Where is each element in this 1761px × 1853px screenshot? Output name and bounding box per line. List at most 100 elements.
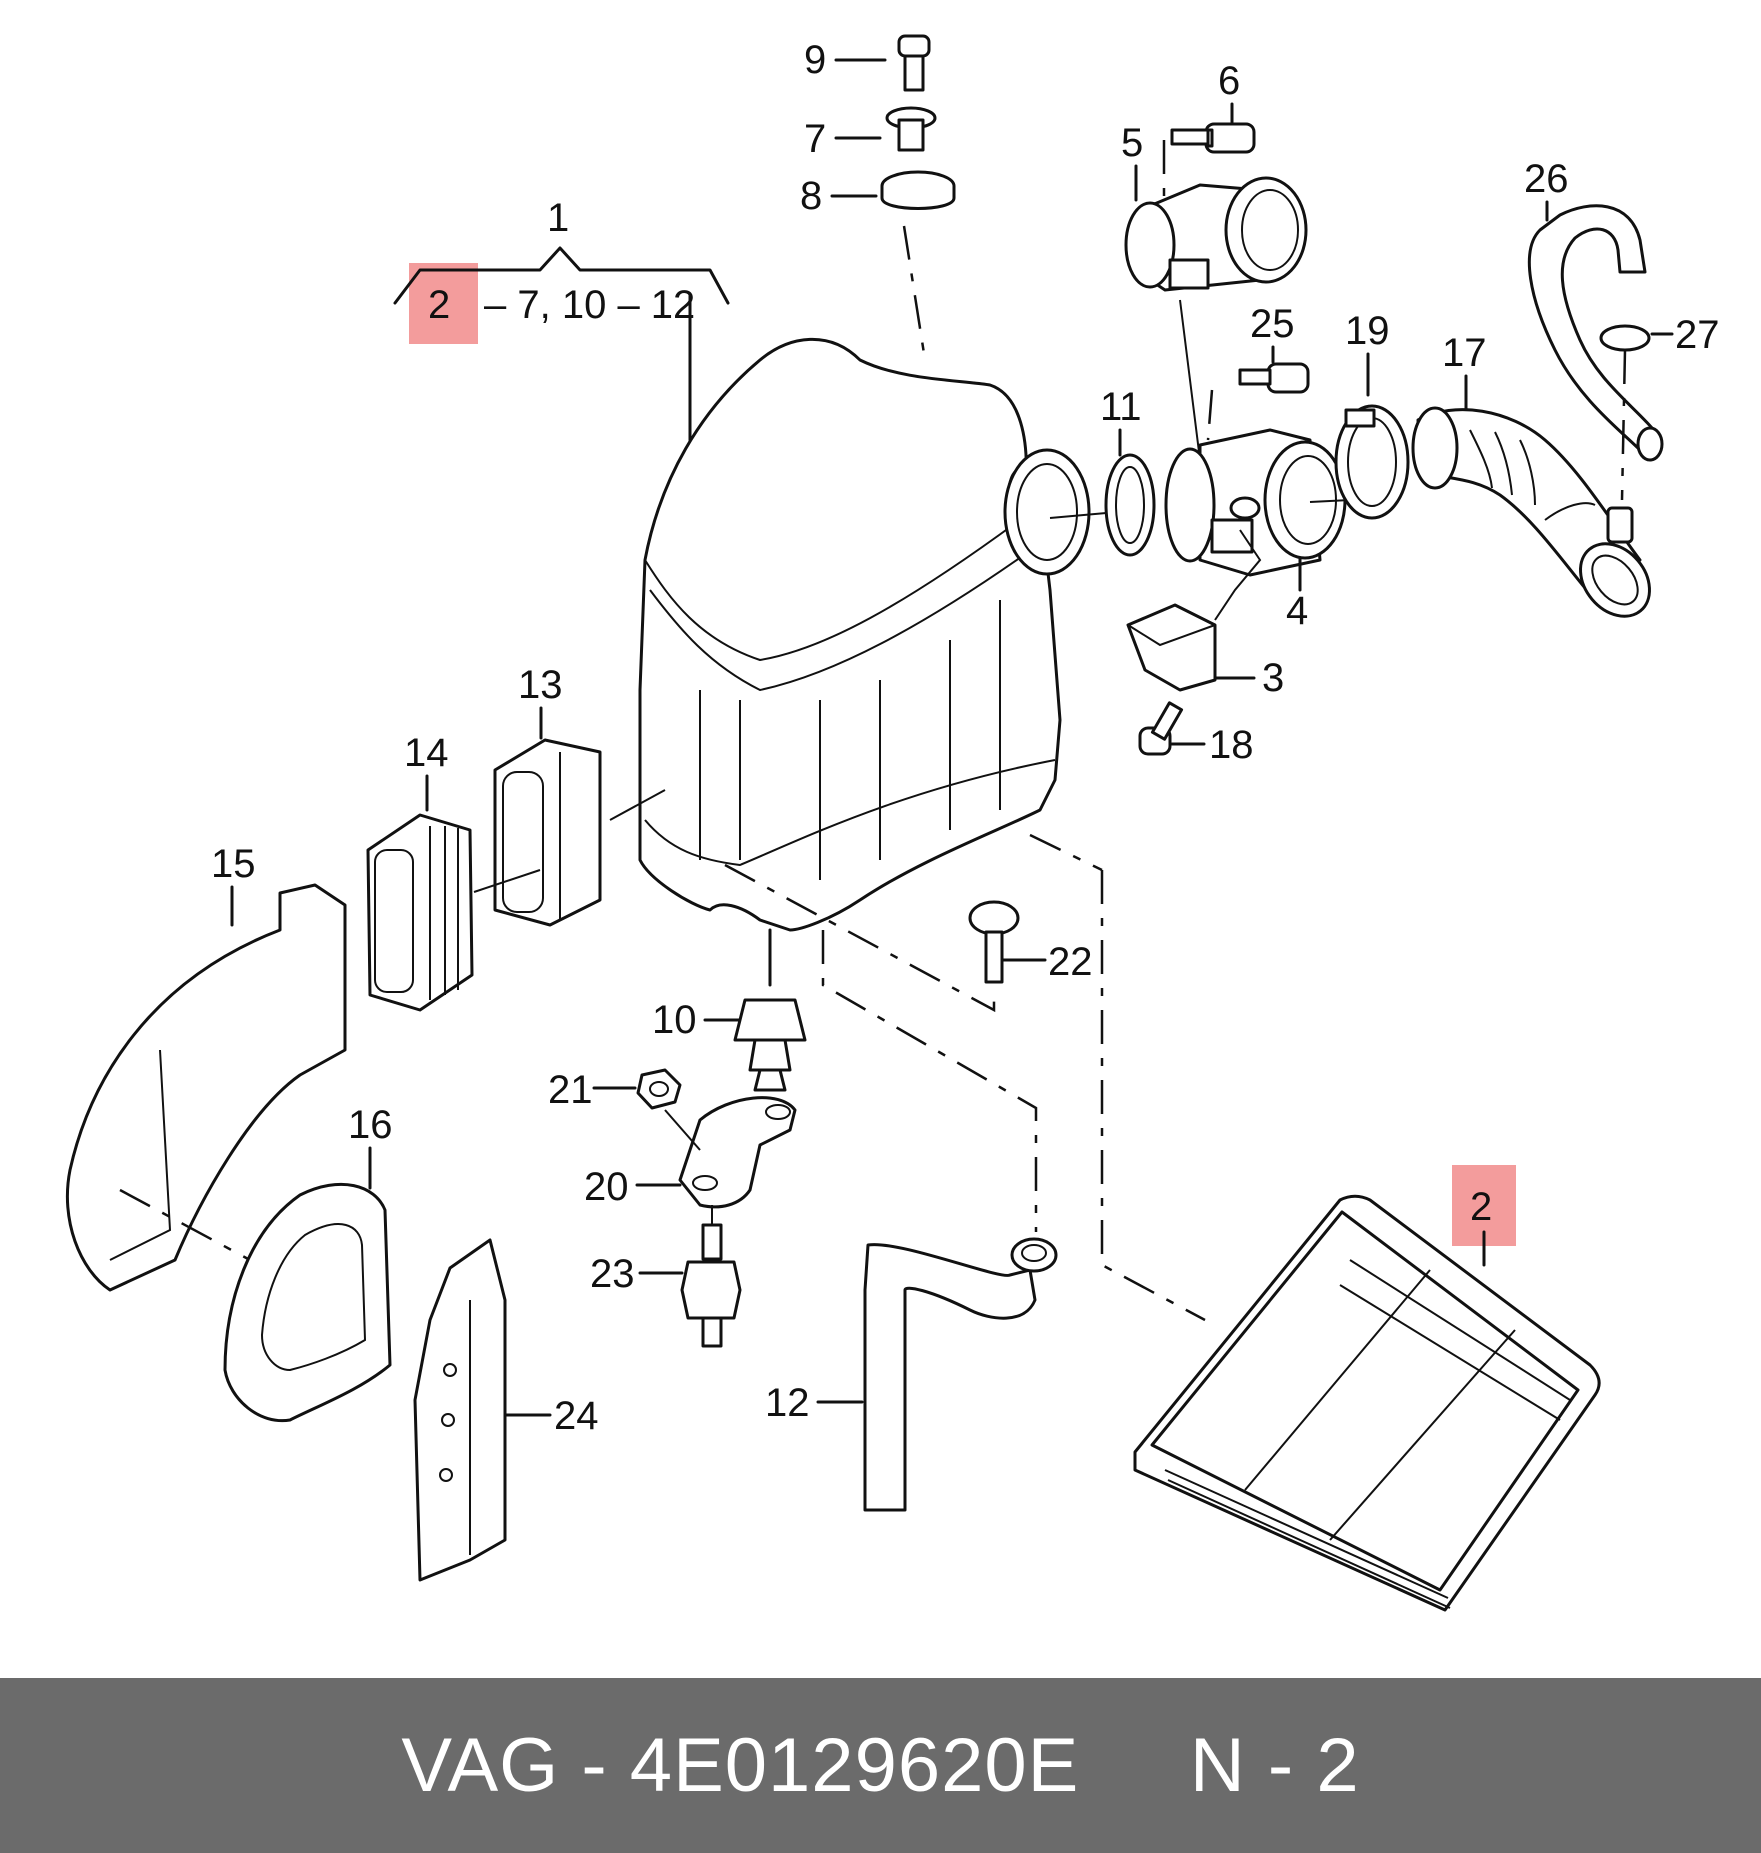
dash-12 xyxy=(821,930,1038,1232)
maf-4-sensor xyxy=(1210,518,1254,554)
clip-3-body xyxy=(1126,603,1217,692)
callout-13: 13 xyxy=(518,663,563,707)
callout-15: 15 xyxy=(211,842,256,886)
seal-13-opening xyxy=(502,771,544,913)
part-23: 23 xyxy=(590,1205,742,1348)
mount-10-top xyxy=(733,998,807,1042)
callout-9: 9 xyxy=(804,38,826,82)
hose-17-end xyxy=(1411,406,1459,490)
part-12: 12 xyxy=(765,930,1058,1512)
part-20: 20 xyxy=(584,1096,797,1209)
clip-27 xyxy=(1599,324,1651,352)
screw-6-shank xyxy=(1170,128,1210,146)
duct-15-body xyxy=(65,883,347,1292)
callout-26: 26 xyxy=(1524,157,1569,201)
part-number-caption: VAG - 4E0129620E N - 2 xyxy=(401,1723,1360,1808)
dash-22 xyxy=(724,863,996,1013)
hose-17-rib-1 xyxy=(1469,429,1493,489)
filter-rib-2 xyxy=(1329,1329,1516,1541)
screw-22-head xyxy=(968,900,1020,936)
callout-6: 6 xyxy=(1218,59,1240,103)
filter-stripe-2 xyxy=(1339,1284,1561,1421)
dash-25 xyxy=(1206,389,1214,441)
housing-outlet-ring xyxy=(1003,448,1091,576)
part-2: 2 xyxy=(1029,833,1601,1612)
axis-14 xyxy=(473,869,541,893)
callout-17: 17 xyxy=(1442,331,1487,375)
stud-23-hex xyxy=(680,1260,742,1320)
clamp-19-screw xyxy=(1344,408,1376,428)
callout-19: 19 xyxy=(1345,309,1390,353)
o-ring-11 xyxy=(1104,453,1156,557)
bracket-20-body xyxy=(678,1096,797,1209)
callout-14: 14 xyxy=(404,731,449,775)
maf-4-flange xyxy=(1164,447,1216,563)
bracket-24-hole-2 xyxy=(441,1413,455,1427)
drain-hose-12-end xyxy=(1010,1237,1058,1273)
part-19: 19 xyxy=(1334,309,1410,520)
o-ring-11-inner xyxy=(1115,466,1145,544)
callout-23: 23 xyxy=(590,1252,635,1296)
bracket-24-body xyxy=(413,1238,507,1582)
hose-17-rib-4 xyxy=(1544,502,1596,521)
bellows-14-opening xyxy=(374,849,414,993)
part-15: 15 xyxy=(65,842,347,1292)
callout-21: 21 xyxy=(548,1068,593,1112)
bellows-14-body xyxy=(366,813,474,1012)
part-26: 26 27 xyxy=(1524,157,1720,544)
label-range-rest: – 7, 10 – 12 xyxy=(484,283,695,327)
hose-17-outlet xyxy=(1579,542,1651,618)
hose-17-rib-2 xyxy=(1494,431,1513,496)
screw-9-shank xyxy=(903,54,925,92)
callout-25: 25 xyxy=(1250,302,1295,346)
axis-5 xyxy=(1179,299,1201,461)
hose-17-rib-3 xyxy=(1519,439,1536,506)
callout-20: 20 xyxy=(584,1165,629,1209)
part-24: 24 xyxy=(413,1238,599,1582)
bracket-20-hole-2 xyxy=(692,1175,718,1191)
filter-rib-1 xyxy=(1244,1269,1431,1491)
callout-3: 3 xyxy=(1262,656,1284,700)
callout-24: 24 xyxy=(554,1394,599,1438)
dash-2b xyxy=(1100,870,1206,1322)
maf-5-ring xyxy=(1224,176,1308,284)
part-21: 21 xyxy=(548,1068,682,1112)
callout-18: 18 xyxy=(1209,723,1254,767)
bush-7-body xyxy=(897,118,925,152)
callout-12: 12 xyxy=(765,1381,810,1425)
assembly-label: 1 2 – 7, 10 – 12 xyxy=(393,196,730,442)
nut-21 xyxy=(636,1068,682,1110)
label-range-start: 2 xyxy=(428,283,450,327)
part-16: 16 xyxy=(223,1103,393,1423)
screw-25-shank xyxy=(1238,368,1272,386)
stud-23-top xyxy=(701,1223,723,1261)
filter-edge-1 xyxy=(1164,1469,1449,1599)
callout-2: 2 xyxy=(1470,1185,1492,1229)
axis-20 xyxy=(664,1109,701,1151)
drain-hose-12 xyxy=(863,1243,1037,1512)
mount-10-mid xyxy=(748,1038,792,1072)
seal-13-body xyxy=(493,738,602,927)
axis-4 xyxy=(1309,499,1351,503)
footer-bar: VAG - 4E0129620E N - 2 xyxy=(0,1678,1761,1853)
mount-10-bottom xyxy=(753,1068,787,1092)
dash-2a xyxy=(1029,833,1103,872)
part-10: 10 xyxy=(652,928,807,1092)
assembly-bracket xyxy=(393,246,730,305)
part-17: 17 xyxy=(1411,331,1651,618)
screw-22-shank xyxy=(984,930,1004,984)
callout-11: 11 xyxy=(1100,385,1142,429)
callout-7: 7 xyxy=(804,117,826,161)
filter-stripe-1 xyxy=(1349,1259,1571,1401)
nut-21-hole xyxy=(649,1081,669,1097)
duct-15-edge xyxy=(109,1049,172,1261)
breather-hose-26 xyxy=(1527,204,1662,452)
part-18: 18 xyxy=(1138,701,1254,767)
highlight-box-range xyxy=(409,263,478,344)
callout-8: 8 xyxy=(800,174,822,218)
callout-16: 16 xyxy=(348,1103,393,1147)
bracket-24-hole-3 xyxy=(439,1468,453,1482)
dash-15-16 xyxy=(119,1188,251,1262)
dash-8-housing xyxy=(902,225,927,361)
drain-hose-12-end-inner xyxy=(1021,1244,1047,1262)
